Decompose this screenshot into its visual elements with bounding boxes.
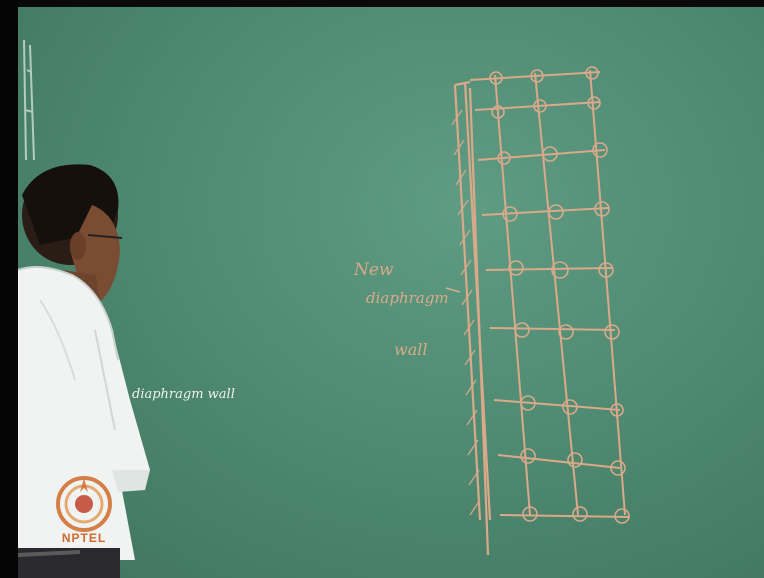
- reinforcement-grid: [469, 66, 631, 524]
- label-new: New: [353, 260, 394, 280]
- diaphragm-wall-sketch: [451, 80, 492, 556]
- frame-left-edge: [0, 0, 18, 578]
- left-note: diaphragm wall: [132, 387, 235, 402]
- nptel-logo-icon: [56, 476, 112, 532]
- label-wall: wall: [394, 340, 427, 359]
- nptel-logo-text: NPTEL: [61, 531, 107, 545]
- frame-top-edge: [0, 0, 764, 7]
- label-diaphragm: diaphragm: [366, 289, 449, 307]
